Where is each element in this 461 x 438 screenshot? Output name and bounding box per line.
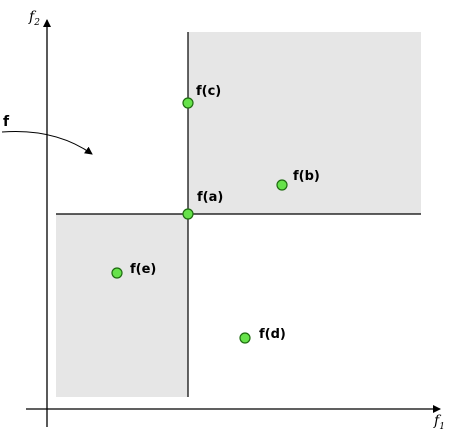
point-label: f(e) — [130, 262, 156, 277]
point-label: f(a) — [197, 190, 223, 205]
point-marker — [239, 332, 251, 344]
dominating-region — [56, 214, 188, 397]
point-f-c: f(c) — [182, 84, 221, 109]
mapping-arrow — [1, 131, 93, 155]
point-marker — [111, 267, 123, 279]
point-f-b: f(b) — [276, 169, 320, 191]
x-axis-label: f1 — [433, 413, 445, 432]
dominated-region — [188, 32, 421, 214]
point-label: f(b) — [293, 169, 320, 184]
y-axis-label: f2 — [28, 9, 40, 28]
point-f-a: f(a) — [182, 190, 223, 220]
point-label: f(d) — [259, 327, 286, 342]
point-marker — [276, 179, 288, 191]
point-marker — [182, 97, 194, 109]
point-f-d: f(d) — [239, 327, 286, 344]
mapping-label: f — [3, 114, 10, 130]
point-label: f(c) — [196, 84, 221, 99]
point-marker — [182, 208, 194, 220]
point-f-e: f(e) — [111, 262, 156, 279]
